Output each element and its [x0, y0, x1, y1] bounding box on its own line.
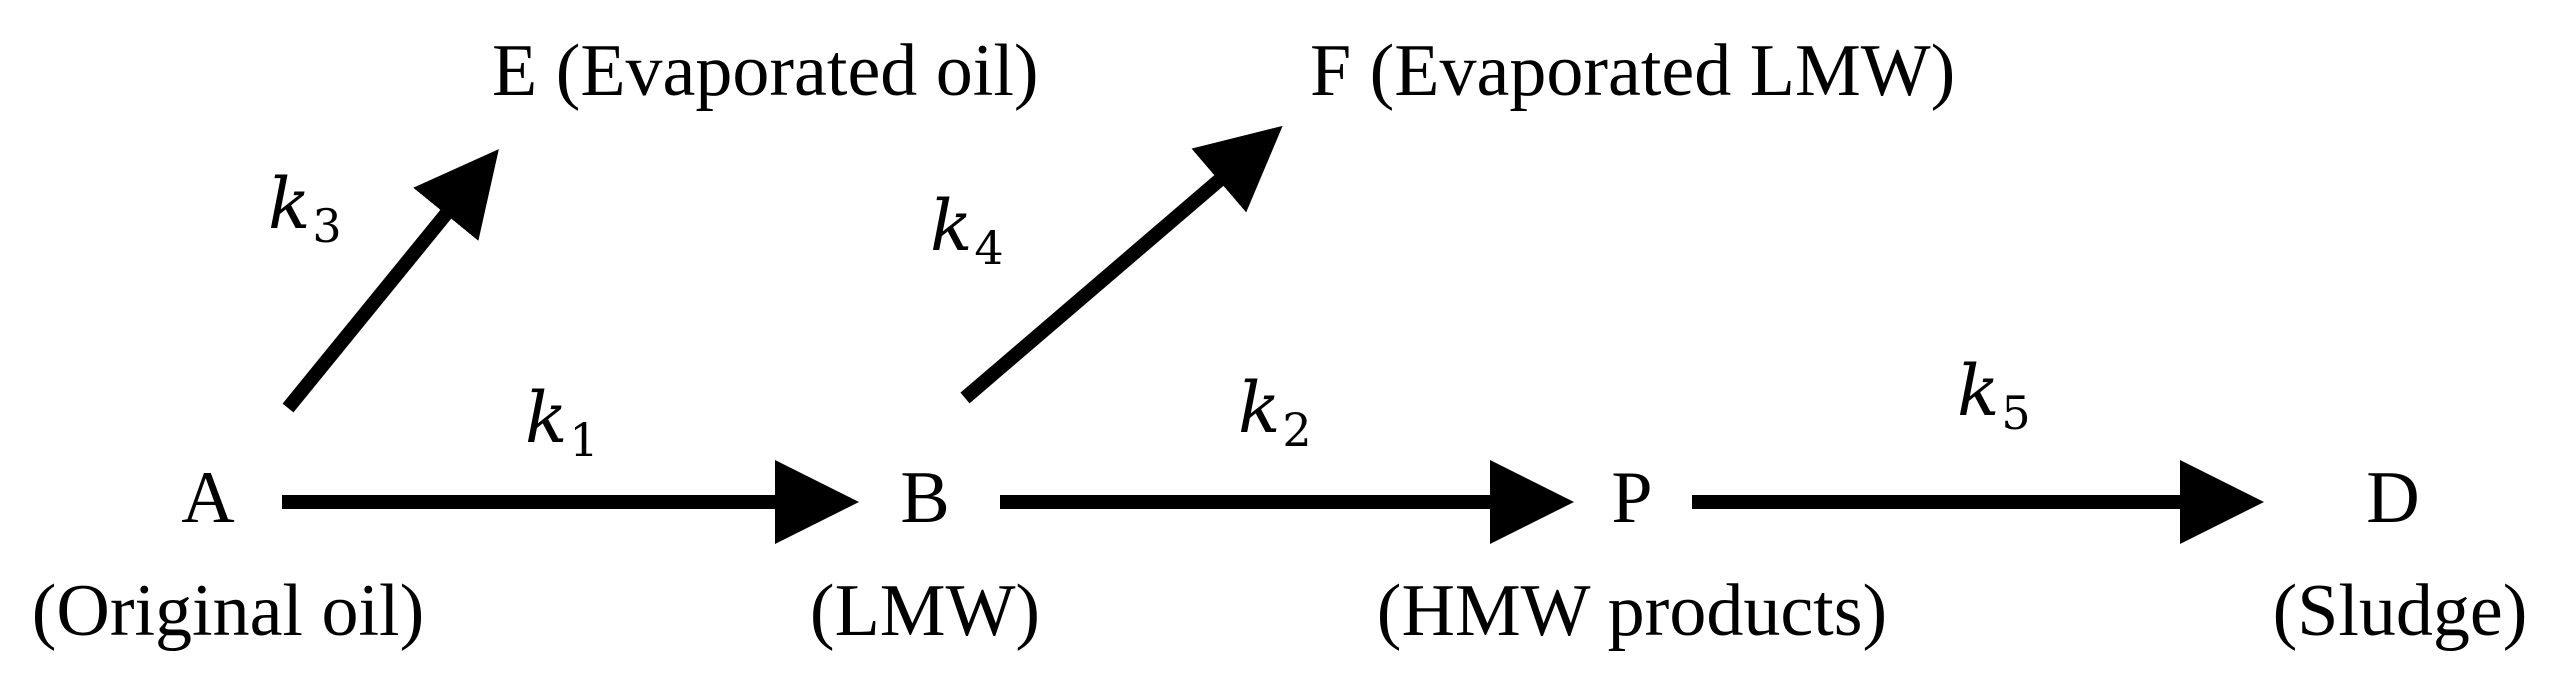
arrow-b-to-f: [960, 125, 1283, 404]
rate-k4-subscript: 4: [974, 221, 1003, 275]
node-e-label: E (Evaporated oil): [492, 30, 1039, 112]
node-b-caption: (LMW): [810, 570, 1040, 652]
rate-k5: k5: [1957, 350, 2031, 440]
node-d-caption: (Sludge): [2273, 570, 2528, 652]
rate-k2-subscript: 2: [1282, 403, 1311, 457]
rate-k1-subscript: 1: [569, 413, 598, 467]
rate-k3: k3: [268, 163, 342, 253]
rate-k2: k2: [1238, 367, 1312, 457]
node-a-caption: (Original oil): [32, 570, 425, 652]
rate-k1-symbol: k: [525, 377, 567, 459]
node-b-letter: B: [900, 457, 949, 539]
node-f-label: F (Evaporated LMW): [1310, 30, 1955, 112]
rate-k4-symbol: k: [930, 185, 972, 267]
rate-k3-symbol: k: [268, 163, 310, 245]
node-p-letter: P: [1611, 457, 1652, 539]
rate-k3-subscript: 3: [312, 199, 341, 253]
rate-k5-subscript: 5: [2001, 386, 2030, 440]
rate-k1: k1: [525, 377, 599, 467]
rate-k5-symbol: k: [1957, 350, 1999, 432]
node-a-letter: A: [181, 457, 234, 539]
rate-k2-symbol: k: [1238, 367, 1280, 449]
node-p-caption: (HMW products): [1377, 570, 1887, 652]
node-d-letter: D: [2366, 457, 2419, 539]
arrow-a-to-e: [282, 149, 499, 413]
rate-k4: k4: [930, 185, 1004, 275]
